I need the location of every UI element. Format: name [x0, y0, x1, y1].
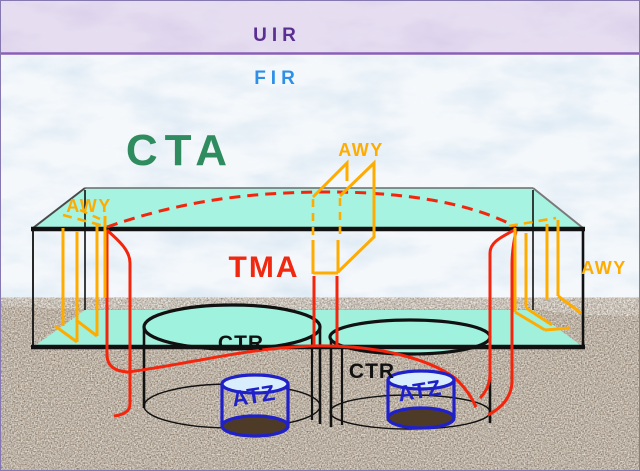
awy-ribbons: [54, 159, 582, 344]
awy-gate-right: [508, 216, 582, 332]
awy-label-right: AWY: [581, 258, 627, 278]
cta-label: CTA: [126, 126, 234, 175]
tma-boundary: [105, 190, 518, 418]
atz-left-bottom-ellipse: [220, 414, 290, 438]
tma-upper-dashed-arc: [106, 190, 517, 229]
atz-left-top-ellipse: [220, 373, 290, 395]
tma-label: TMA: [229, 251, 300, 284]
awy-gate-left: [54, 208, 107, 344]
uir-band: [0, 0, 640, 55]
cta-slab-top: [33, 188, 583, 228]
ctr-label-left: CTR: [218, 332, 264, 355]
awy-ribbon-centre: [311, 159, 376, 275]
tma-lower-sweep: [105, 230, 478, 408]
atz-cylinder-right: [386, 369, 456, 430]
fir-label: FIR: [254, 68, 300, 89]
tma-left-edge: [105, 228, 132, 418]
ctr-label-right: CTR: [349, 360, 395, 383]
awy-label-left: AWY: [66, 196, 112, 216]
atz-right-bottom-ellipse: [386, 406, 456, 430]
uir-label: UIR: [253, 25, 301, 46]
atz-right-top-ellipse: [386, 369, 456, 391]
atz-cylinder-left: [220, 373, 290, 438]
awy-label-centre: AWY: [338, 140, 384, 160]
tma-right-edge-inner: [478, 227, 517, 400]
